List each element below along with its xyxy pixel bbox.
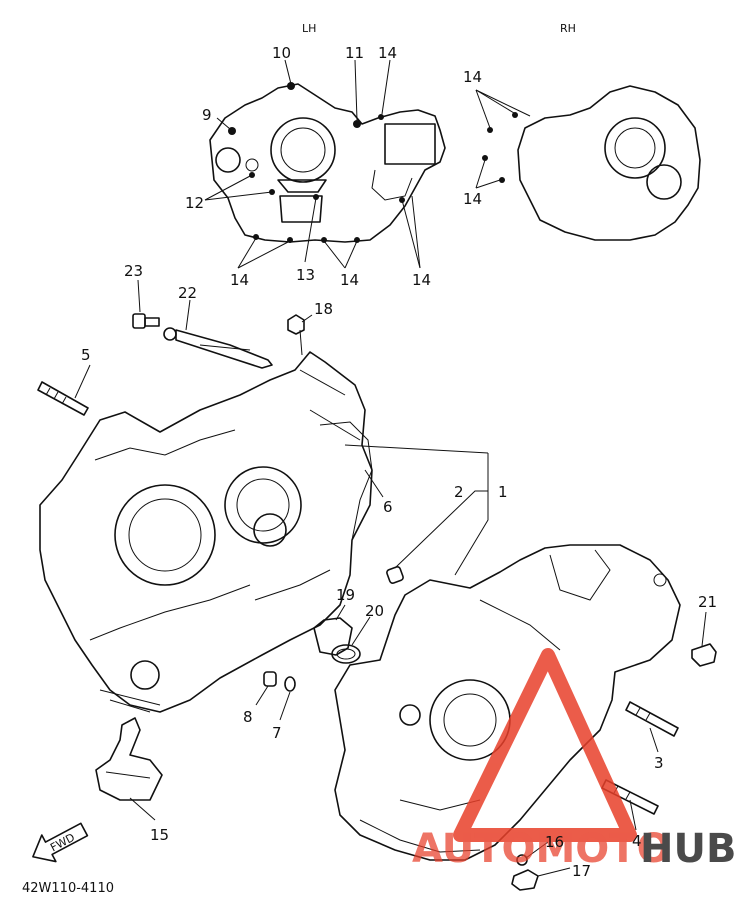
part-label-5: 5: [81, 346, 91, 364]
part-label-7: 7: [272, 724, 282, 742]
part-label-11: 11: [345, 44, 364, 62]
stud-3: [625, 701, 679, 737]
part-label-14-bottom-c: 14: [412, 271, 431, 289]
o-ring-7: [284, 676, 296, 692]
part-label-9: 9: [202, 106, 212, 124]
watermark-triangle-icon: [453, 648, 637, 842]
part-label-21: 17: [572, 862, 591, 880]
part-label-17: 20: [365, 602, 384, 620]
rh-case-outline: [517, 85, 701, 241]
part-label-14-rh-bottom: 14: [463, 190, 482, 208]
dowel-pin-2: [386, 566, 404, 584]
part-label-20: 16: [545, 833, 564, 851]
nut-21: [511, 869, 539, 891]
part-label-8: 8: [243, 708, 253, 726]
part-label-13: 13: [296, 266, 315, 284]
part-label-14-rh-top: 14: [463, 68, 482, 86]
fwd-arrow: FWD: [32, 822, 89, 863]
bolt-23: [132, 313, 160, 329]
watermark-text-part2: HUB: [640, 826, 736, 872]
part-label-12: 12: [185, 194, 204, 212]
diagram-code: 42W110-4110: [22, 881, 114, 896]
lh-case-outline: [209, 83, 446, 243]
stud-5: [37, 381, 89, 416]
part-label-10: 10: [272, 44, 291, 62]
part-label-3: 3: [654, 754, 664, 772]
watermark-text-part1: AUTOMOTO: [412, 826, 671, 872]
nut-15: [287, 314, 305, 335]
rh-dowel-dots: [482, 112, 518, 183]
side-label-lh: LH: [302, 22, 316, 35]
side-label-rh: RH: [560, 22, 576, 35]
clip-18: [691, 643, 717, 667]
case-gasket-line: [319, 421, 373, 541]
rh-leader-lines: [475, 89, 531, 189]
part-label-16: 19: [336, 586, 355, 604]
part-label-18: 21: [698, 593, 717, 611]
part-label-19: 15: [150, 826, 169, 844]
fwd-arrow-label: FWD: [48, 831, 77, 855]
watermark: AUTOMOTO HUB: [412, 648, 736, 872]
lh-dowel-dots: [228, 82, 405, 243]
part-label-4: 4: [632, 832, 642, 850]
part-label-1: 1: [498, 483, 508, 501]
part-label-14-bottom-b: 14: [340, 271, 359, 289]
part-label-2: 2: [454, 483, 464, 501]
left-crankcase-half: [39, 351, 373, 713]
right-crankcase-half: [334, 544, 681, 861]
part-label-22: 22: [178, 284, 197, 302]
washer-20: [516, 854, 528, 866]
main-leader-lines: [74, 279, 707, 877]
plug-16: [313, 617, 361, 664]
part-label-23: 23: [124, 262, 143, 280]
dowel-pin-8: [263, 671, 277, 687]
part-label-14-top-lh: 14: [378, 44, 397, 62]
part-label-6: 6: [383, 498, 393, 516]
part-label-14-bottom-a: 14: [230, 271, 249, 289]
lh-leader-lines: [204, 59, 421, 269]
strainer-cover-19: [95, 717, 163, 801]
part-label-15: 18: [314, 300, 333, 318]
baffle-plate-22: [163, 327, 273, 369]
